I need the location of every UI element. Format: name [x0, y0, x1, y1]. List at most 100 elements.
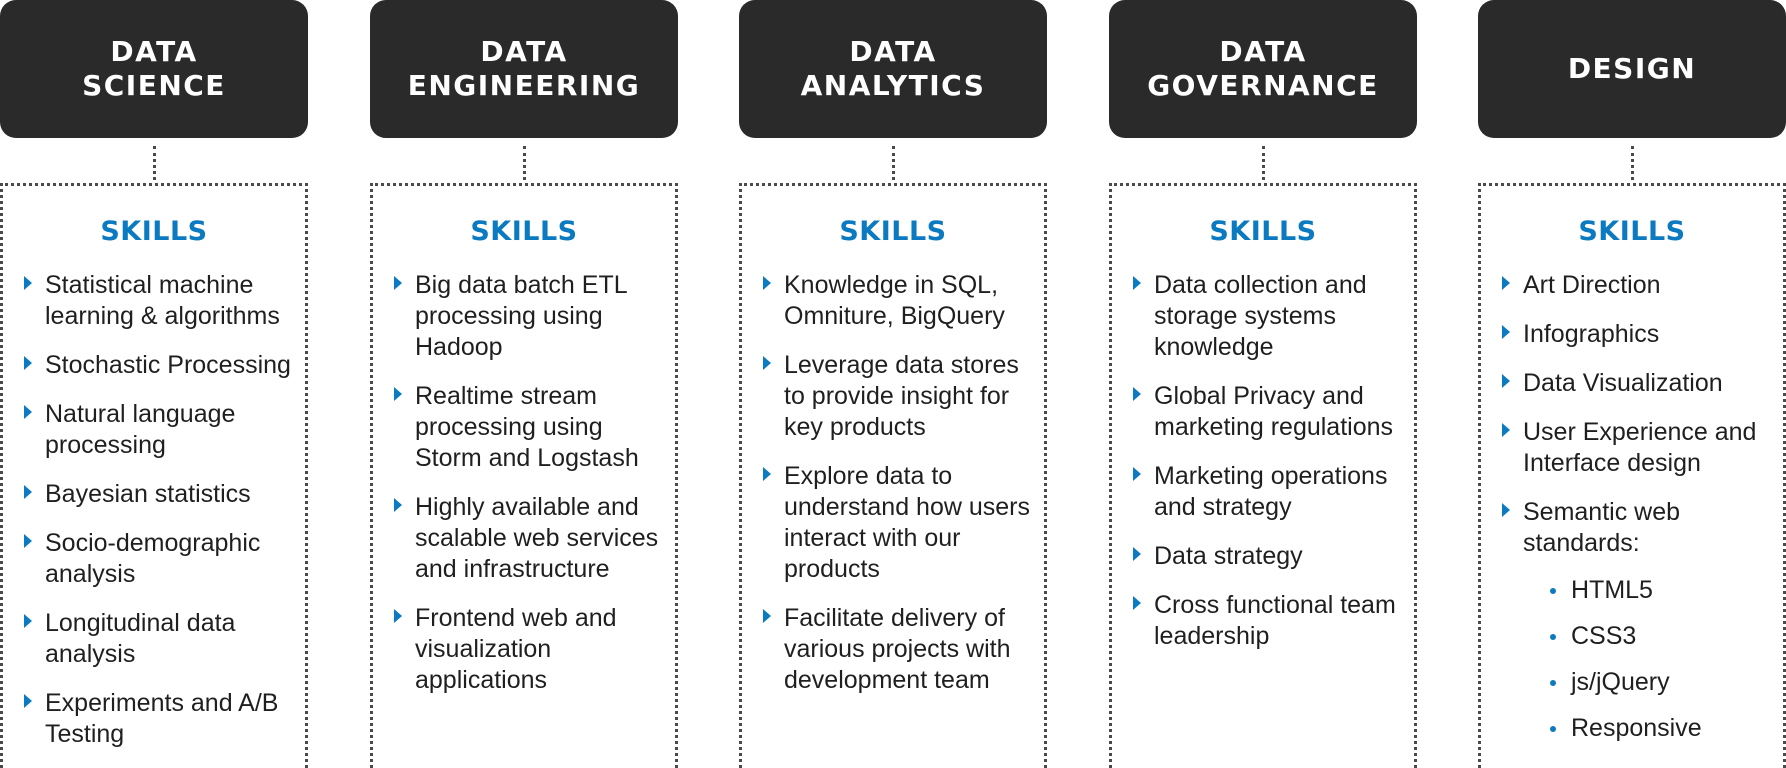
- skill-item: Facilitate delivery of various projects …: [742, 603, 1032, 696]
- skill-text: Knowledge in SQL, Omniture, BigQuery: [784, 271, 1005, 330]
- skills-list: Data collection and storage systems know…: [1112, 270, 1402, 670]
- skill-item: Cross functional team leadership: [1112, 590, 1402, 652]
- skill-text: Global Privacy and marketing regulations: [1154, 382, 1394, 441]
- column-header: DATA GOVERNANCE: [1109, 0, 1417, 138]
- skills-list: Big data batch ETL processing using Hado…: [373, 270, 663, 714]
- sub-skill-text: CSS3: [1571, 622, 1637, 650]
- column-title: DATA ENGINEERING: [407, 35, 641, 102]
- skill-text: Infographics: [1523, 320, 1660, 348]
- column-title: DESIGN: [1567, 52, 1697, 85]
- skill-item: Explore data to understand how users int…: [742, 461, 1032, 585]
- triangle-bullet-icon: [763, 356, 771, 370]
- skill-text: Marketing operations and strategy: [1154, 462, 1388, 521]
- column-header: DATA SCIENCE: [0, 0, 308, 138]
- triangle-bullet-icon: [1502, 503, 1510, 517]
- skill-text: Highly available and scalable web servic…: [415, 493, 659, 583]
- sub-skill-item: HTML5: [1523, 575, 1771, 606]
- skills-list: Statistical machine learning & algorithm…: [3, 270, 293, 768]
- skill-item: Socio-demographic analysis: [3, 528, 293, 590]
- skills-panel: SKILLS Knowledge in SQL, Omniture, BigQu…: [739, 183, 1047, 768]
- skill-item: User Experience and Interface design: [1481, 417, 1771, 479]
- sub-skill-text: Responsive: [1571, 714, 1702, 742]
- skills-heading: SKILLS: [1578, 216, 1686, 247]
- column-header: DATA ANALYTICS: [739, 0, 1047, 138]
- skill-text: Experiments and A/B Testing: [45, 689, 279, 748]
- skill-item: Big data batch ETL processing using Hado…: [373, 270, 663, 363]
- skill-text: Semantic web standards:: [1523, 498, 1681, 557]
- sub-skill-text: js/jQuery: [1571, 668, 1670, 696]
- skill-item: Data collection and storage systems know…: [1112, 270, 1402, 363]
- triangle-bullet-icon: [763, 276, 771, 290]
- triangle-bullet-icon: [1133, 387, 1141, 401]
- skills-heading: SKILLS: [1209, 216, 1317, 247]
- skill-text: Socio-demographic analysis: [45, 529, 261, 588]
- skill-item: Longitudinal data analysis: [3, 608, 293, 670]
- sub-skill-item: js/jQuery: [1523, 667, 1771, 698]
- triangle-bullet-icon: [24, 276, 32, 290]
- skill-text: Data strategy: [1154, 542, 1303, 570]
- triangle-bullet-icon: [394, 609, 402, 623]
- skills-panel: SKILLS Big data batch ETL processing usi…: [370, 183, 678, 768]
- triangle-bullet-icon: [1502, 325, 1510, 339]
- triangle-bullet-icon: [394, 498, 402, 512]
- skill-text: Stochastic Processing: [45, 351, 291, 379]
- sub-skill-text: HTML5: [1571, 576, 1653, 604]
- skill-item: Semantic web standards: HTML5 CSS3 js/jQ…: [1481, 497, 1771, 744]
- triangle-bullet-icon: [1133, 596, 1141, 610]
- skill-item: Experiments and A/B Testing: [3, 688, 293, 750]
- triangle-bullet-icon: [1133, 547, 1141, 561]
- triangle-bullet-icon: [1133, 276, 1141, 290]
- skill-text: Art Direction: [1523, 271, 1661, 299]
- skill-item: Leverage data stores to provide insight …: [742, 350, 1032, 443]
- skills-list: Art Direction Infographics Data Visualiz…: [1481, 270, 1771, 762]
- skill-item: Frontend web and visualization applicati…: [373, 603, 663, 696]
- dotted-connector: [523, 146, 526, 180]
- triangle-bullet-icon: [394, 387, 402, 401]
- triangle-bullet-icon: [24, 694, 32, 708]
- skill-item: Bayesian statistics: [3, 479, 293, 510]
- skills-heading: SKILLS: [839, 216, 947, 247]
- dot-bullet-icon: [1550, 634, 1556, 640]
- skill-text: Natural language processing: [45, 400, 236, 459]
- skill-text: Statistical machine learning & algorithm…: [45, 271, 280, 330]
- skill-item: Infographics: [1481, 319, 1771, 350]
- column-title: DATA SCIENCE: [82, 35, 226, 102]
- dot-bullet-icon: [1550, 588, 1556, 594]
- column-header: DESIGN: [1478, 0, 1786, 138]
- skills-panel: SKILLS Art Direction Infographics Data V…: [1478, 183, 1786, 768]
- triangle-bullet-icon: [24, 534, 32, 548]
- skill-text: Frontend web and visualization applicati…: [415, 604, 617, 694]
- skill-item: Knowledge in SQL, Omniture, BigQuery: [742, 270, 1032, 332]
- column-data-science: DATA SCIENCE SKILLS Statistical machine …: [0, 0, 308, 768]
- column-title: DATA ANALYTICS: [800, 35, 986, 102]
- triangle-bullet-icon: [763, 609, 771, 623]
- skill-item: Stochastic Processing: [3, 350, 293, 381]
- column-data-governance: DATA GOVERNANCE SKILLS Data collection a…: [1109, 0, 1417, 768]
- skills-panel: SKILLS Statistical machine learning & al…: [0, 183, 308, 768]
- skill-text: Data Visualization: [1523, 369, 1723, 397]
- skill-text: Explore data to understand how users int…: [784, 462, 1030, 583]
- sub-skill-item: Responsive: [1523, 713, 1771, 744]
- skill-item: Data strategy: [1112, 541, 1402, 572]
- triangle-bullet-icon: [1502, 374, 1510, 388]
- triangle-bullet-icon: [1502, 276, 1510, 290]
- triangle-bullet-icon: [24, 614, 32, 628]
- skills-panel: SKILLS Data collection and storage syste…: [1109, 183, 1417, 768]
- dot-bullet-icon: [1550, 680, 1556, 686]
- dotted-connector: [892, 146, 895, 180]
- skill-text: Data collection and storage systems know…: [1154, 271, 1367, 361]
- skill-text: Cross functional team leadership: [1154, 591, 1396, 650]
- sub-skill-item: CSS3: [1523, 621, 1771, 652]
- skill-item: Global Privacy and marketing regulations: [1112, 381, 1402, 443]
- skill-item: Marketing operations and strategy: [1112, 461, 1402, 523]
- skill-text: Leverage data stores to provide insight …: [784, 351, 1019, 441]
- triangle-bullet-icon: [763, 467, 771, 481]
- skill-text: User Experience and Interface design: [1523, 418, 1757, 477]
- skill-text: Facilitate delivery of various projects …: [784, 604, 1011, 694]
- triangle-bullet-icon: [24, 485, 32, 499]
- dot-bullet-icon: [1550, 726, 1556, 732]
- column-title: DATA GOVERNANCE: [1147, 35, 1379, 102]
- skill-item: Highly available and scalable web servic…: [373, 492, 663, 585]
- skills-heading: SKILLS: [100, 216, 208, 247]
- skill-text: Longitudinal data analysis: [45, 609, 236, 668]
